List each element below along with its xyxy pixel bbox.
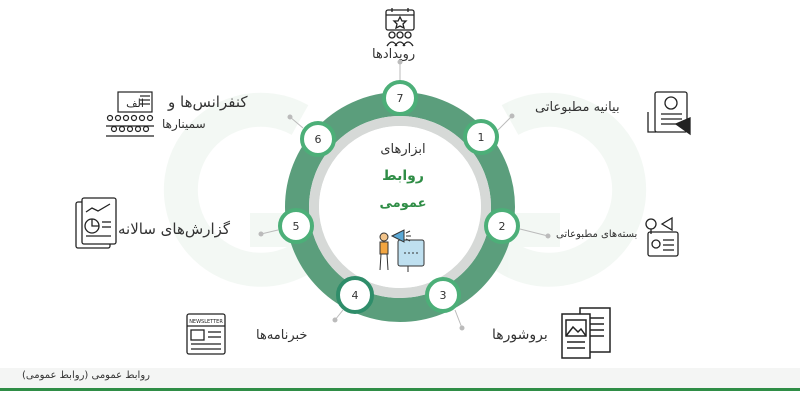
conference-icon: الف [106, 91, 154, 137]
label-brochures: بروشورها [492, 327, 548, 343]
node-3-number: 3 [440, 289, 447, 302]
node-6: 6 [300, 121, 336, 157]
connector-2 [519, 228, 549, 237]
label-press-release: بیانیه مطبوعاتی [535, 100, 620, 115]
label-annual-reports: گزارش‌های سالانه [118, 220, 231, 238]
node-5-number: 5 [293, 220, 300, 233]
connector-dot-2 [545, 233, 551, 239]
node-1-number: 1 [478, 131, 485, 144]
footer-bar [0, 368, 800, 388]
connector-1 [497, 115, 513, 131]
center-title-line1: ابزارهای [380, 142, 426, 157]
connector-6 [289, 116, 304, 129]
node-1: 1 [463, 119, 499, 155]
label-conferences-line2: سمینارها [162, 117, 206, 131]
center-disc [319, 126, 481, 288]
label-conferences-line1: کنفرانس‌ها و [168, 93, 248, 111]
connector-dot-4 [332, 317, 338, 323]
connector-dot-3 [459, 325, 465, 331]
newsletter-icon: NEWSLETTER [186, 313, 226, 355]
presenter-icon [379, 229, 425, 272]
node-3: 3 [425, 277, 461, 313]
watermark-logo [163, 92, 647, 287]
annual-report-icon [75, 197, 117, 249]
inner-ring [309, 116, 491, 298]
connector-dot-1 [509, 113, 515, 119]
connector-dot-7 [397, 59, 403, 65]
newsletter-icon-text: NEWSLETTER [189, 319, 223, 325]
node-6-number: 6 [315, 133, 322, 146]
connector-5 [260, 229, 279, 235]
node-7-number: 7 [397, 92, 404, 105]
connector-dot-6 [287, 114, 293, 120]
brochures-icon [561, 307, 611, 359]
events-icon [385, 8, 415, 47]
label-newsletters: خبرنامه‌ها [256, 328, 308, 343]
footer-accent-line [0, 388, 800, 391]
node-7: 7 [382, 80, 418, 116]
node-2-number: 2 [499, 220, 506, 233]
footer-caption: روابط عمومی (روابط عمومی) [22, 370, 150, 381]
node-4-number: 4 [352, 289, 359, 302]
node-4: 4 [336, 276, 374, 314]
connector-lines [258, 59, 551, 331]
center-title-line3: عمومی [379, 196, 427, 211]
connector-dot-5 [258, 231, 264, 237]
connector-3 [454, 309, 463, 329]
node-2: 2 [484, 208, 520, 244]
label-events: رویدادها [372, 47, 416, 62]
press-kit-icon [645, 216, 679, 257]
node-5: 5 [278, 208, 314, 244]
conference-icon-text: الف [126, 97, 144, 110]
label-press-kits: بسته‌های مطبوعاتی [556, 229, 638, 240]
center-title-line2: روابط [382, 168, 424, 184]
press-release-icon [647, 91, 691, 136]
